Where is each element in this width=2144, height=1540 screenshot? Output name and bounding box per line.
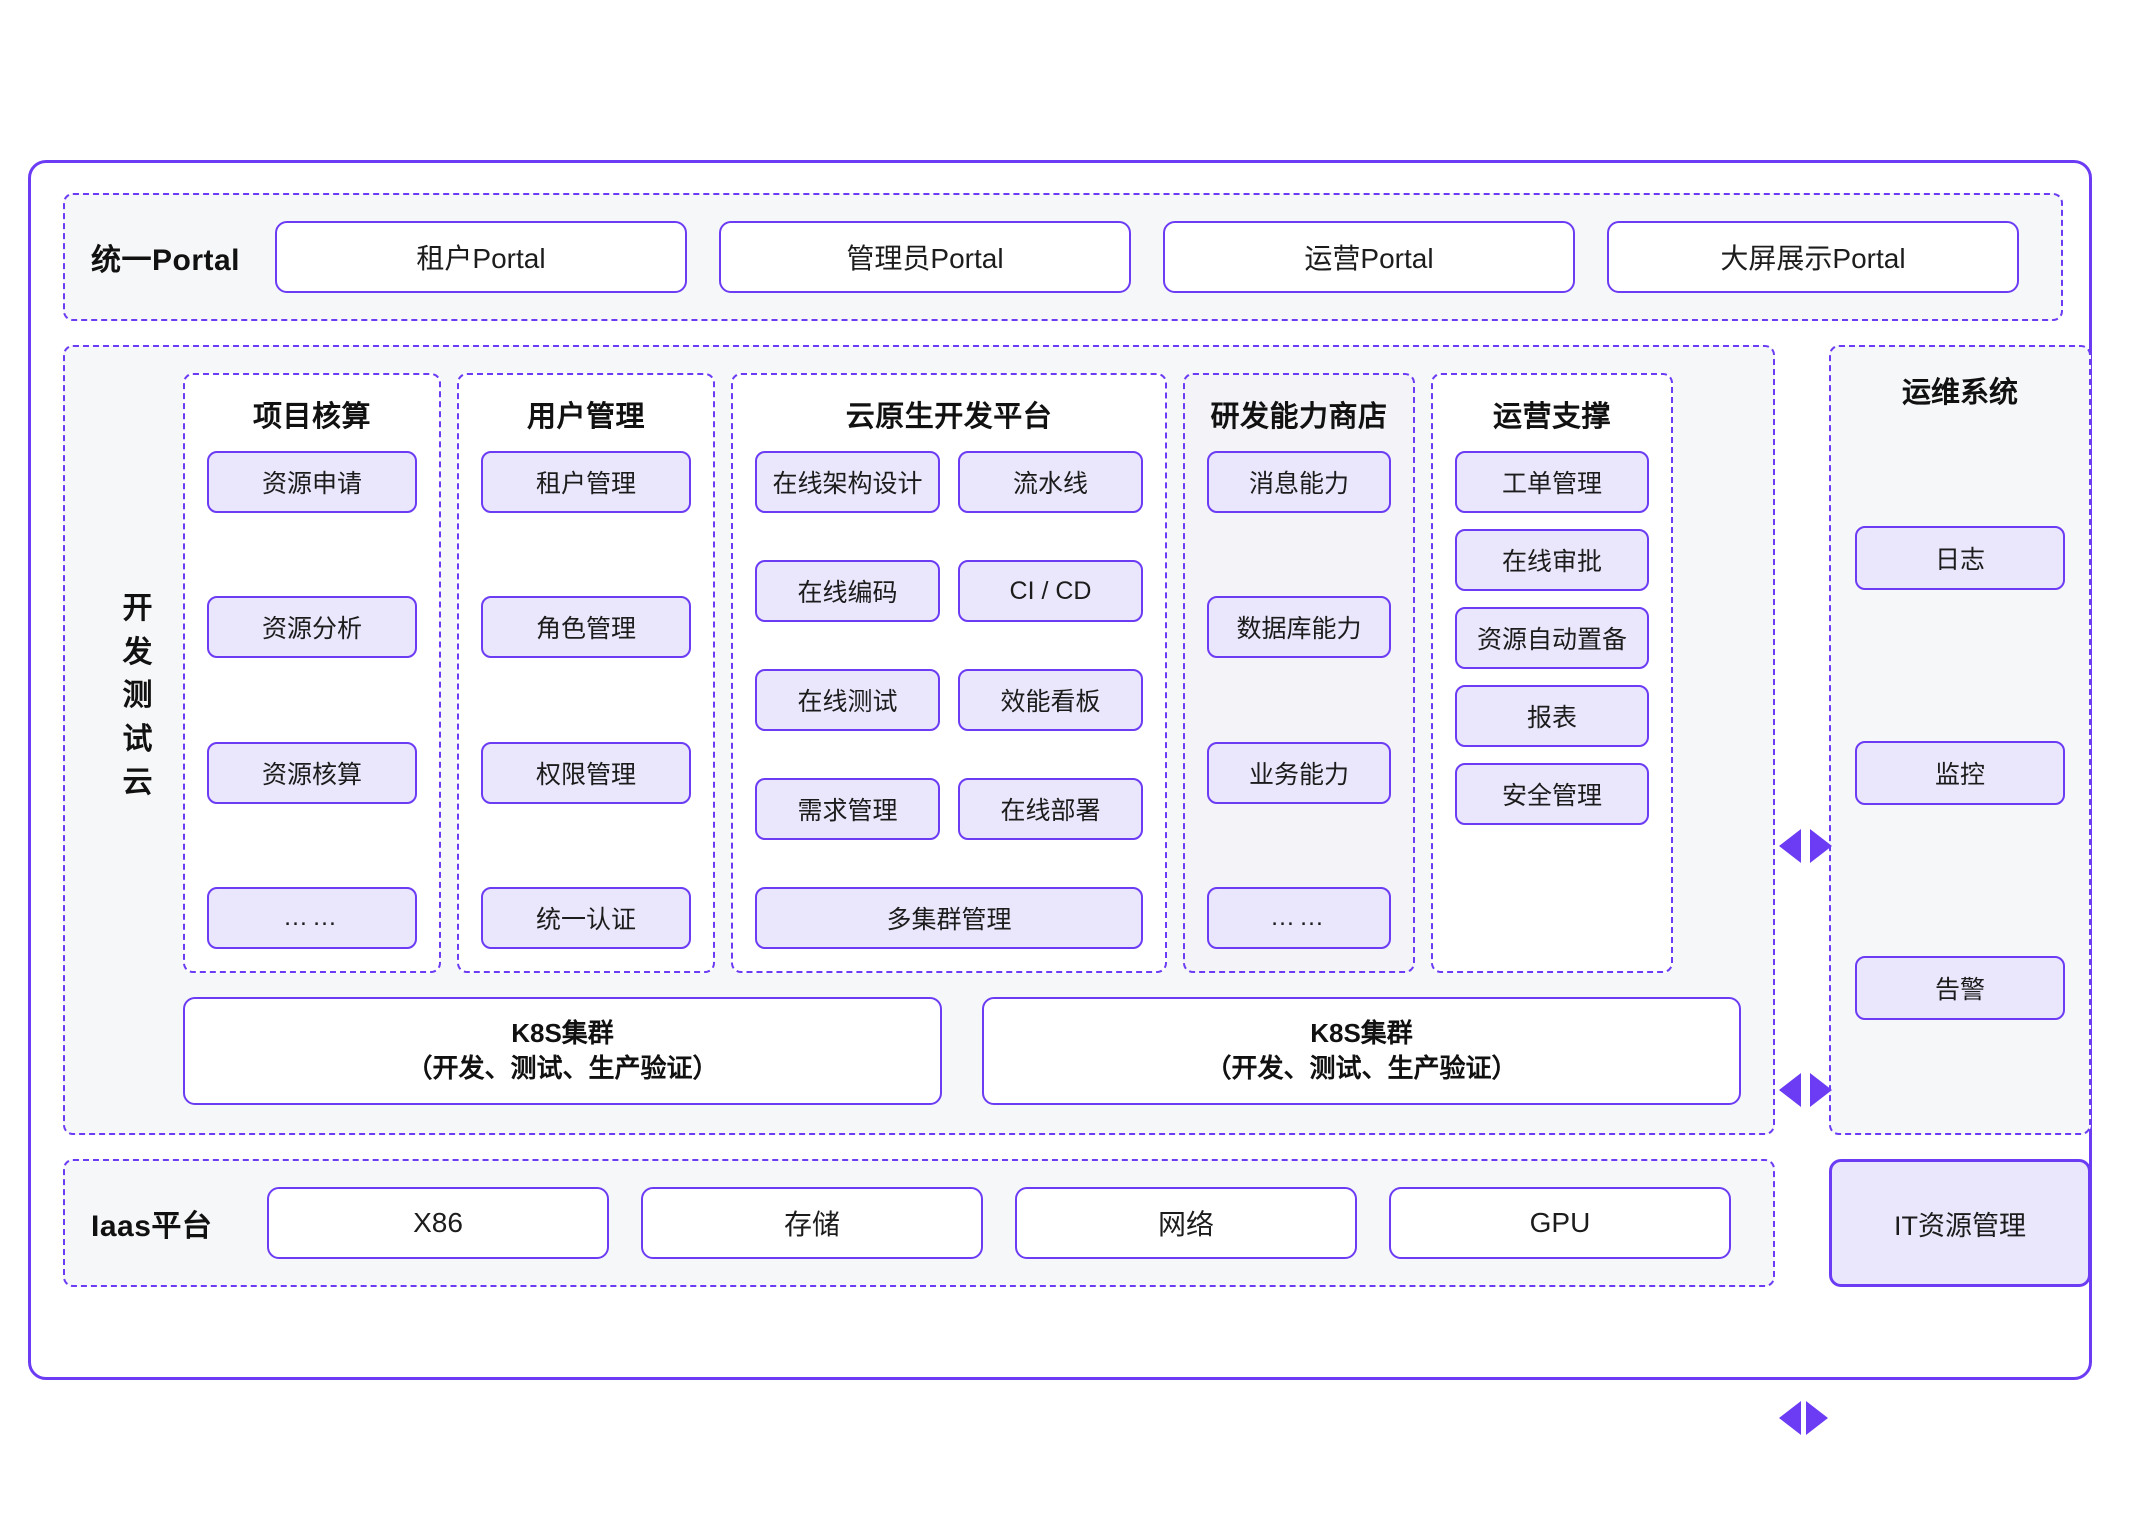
k8s-cluster-card-2[interactable]: K8S集群 （开发、测试、生产验证） [982,997,1741,1105]
ops-system-title: 运维系统 [1901,377,2018,409]
triangle-left-icon [1779,1401,1801,1435]
column-user-management: 用户管理 租户管理 角色管理 权限管理 统一认证 [457,373,715,973]
chip-resource-analysis[interactable]: 资源分析 [207,596,417,659]
it-resource-management-card[interactable]: IT资源管理 [1829,1159,2091,1287]
column-title-cloud-native-dev-platform: 云原生开发平台 [845,401,1053,433]
bidirectional-arrow-icon-devtest-ops-bottom [1779,1073,1832,1107]
chip-online-deployment[interactable]: 在线部署 [958,778,1143,840]
column-cloud-native-dev-platform: 云原生开发平台 在线架构设计 流水线 在线编码 CI / CD 在线测试 效能看… [731,373,1167,973]
unified-portal-section: 统一Portal 租户Portal 管理员Portal 运营Portal 大屏展… [63,193,2063,321]
iaas-platform-label: Iaas平台 [91,1210,213,1243]
column-project-accounting: 项目核算 资源申请 资源分析 资源核算 …… [183,373,441,973]
bidirectional-arrow-icon-iaas-it-resource [1779,1401,1828,1435]
column-items-rd-capability-store: 消息能力 数据库能力 业务能力 …… [1207,451,1391,949]
k8s-cluster-card-2-subtitle: （开发、测试、生产验证） [1205,1053,1518,1083]
column-items-project-accounting: 资源申请 资源分析 资源核算 …… [207,451,417,949]
unified-portal-label: 统一Portal [91,244,241,277]
chip-database-capability[interactable]: 数据库能力 [1207,596,1391,659]
chip-online-architecture-design[interactable]: 在线架构设计 [755,451,940,513]
k8s-cluster-card-2-title: K8S集群 [1310,1017,1413,1048]
triangle-right-icon [1810,829,1832,863]
dev-test-cloud-label: 开发测试云 [122,592,154,799]
column-title-user-management: 用户管理 [526,401,645,433]
chip-pipeline[interactable]: 流水线 [958,451,1143,513]
column-items-operations-support: 工单管理 在线审批 资源自动置备 报表 安全管理 [1455,451,1649,949]
portal-card-operations[interactable]: 运营Portal [1163,221,1575,293]
capability-columns: 项目核算 资源申请 资源分析 资源核算 …… 用户管理 租户管理 角色管理 权限… [183,373,1741,973]
chip-role-management[interactable]: 角色管理 [481,596,691,659]
chip-log[interactable]: 日志 [1855,526,2065,591]
chip-multi-cluster-management[interactable]: 多集群管理 [755,887,1143,949]
k8s-cluster-row: K8S集群 （开发、测试、生产验证） K8S集群 （开发、测试、生产验证） [183,997,1741,1105]
chip-online-testing[interactable]: 在线测试 [755,669,940,731]
chip-unified-authentication[interactable]: 统一认证 [481,886,691,949]
portal-card-admin[interactable]: 管理员Portal [719,221,1131,293]
iaas-card-x86[interactable]: X86 [267,1187,609,1259]
column-items-user-management: 租户管理 角色管理 权限管理 统一认证 [481,451,691,949]
chip-message-capability[interactable]: 消息能力 [1207,451,1391,513]
architecture-diagram: 统一Portal 租户Portal 管理员Portal 运营Portal 大屏展… [28,160,2092,1435]
iaas-card-gpu[interactable]: GPU [1389,1187,1731,1259]
column-rd-capability-store: 研发能力商店 消息能力 数据库能力 业务能力 …… [1183,373,1415,973]
triangle-left-icon [1779,829,1801,863]
chip-permission-management[interactable]: 权限管理 [481,741,691,804]
iaas-card-network[interactable]: 网络 [1015,1187,1357,1259]
chip-report[interactable]: 报表 [1455,685,1649,747]
k8s-cluster-card-1-title: K8S集群 [511,1017,614,1048]
k8s-cluster-card-1[interactable]: K8S集群 （开发、测试、生产验证） [183,997,942,1105]
chip-resource-apply[interactable]: 资源申请 [207,451,417,513]
ops-system-items: 日志 监控 告警 [1855,421,2065,1111]
chip-resource-accounting[interactable]: 资源核算 [207,741,417,804]
chip-auto-resource-provisioning[interactable]: 资源自动置备 [1455,607,1649,669]
chip-ci-cd[interactable]: CI / CD [958,560,1143,622]
column-items-cloud-native-dev-platform: 在线架构设计 流水线 在线编码 CI / CD 在线测试 效能看板 需求管理 在… [755,451,1143,949]
chip-security-management[interactable]: 安全管理 [1455,763,1649,825]
chip-more-project-accounting[interactable]: …… [207,886,417,949]
chip-monitoring[interactable]: 监控 [1855,740,2065,805]
iaas-card-storage[interactable]: 存储 [641,1187,983,1259]
ops-system-section: 运维系统 日志 监控 告警 [1829,345,2091,1135]
column-operations-support: 运营支撑 工单管理 在线审批 资源自动置备 报表 安全管理 [1431,373,1673,973]
chip-more-rd-capability-store[interactable]: …… [1207,886,1391,949]
bidirectional-arrow-icon-devtest-ops-top [1779,829,1832,863]
chip-ticket-management[interactable]: 工单管理 [1455,451,1649,513]
chip-online-coding[interactable]: 在线编码 [755,560,940,622]
chip-tenant-management[interactable]: 租户管理 [481,451,691,513]
triangle-left-icon [1779,1073,1801,1107]
chip-alarm[interactable]: 告警 [1855,955,2065,1020]
chip-online-approval[interactable]: 在线审批 [1455,529,1649,591]
chip-requirement-management[interactable]: 需求管理 [755,778,940,840]
triangle-right-icon [1806,1401,1828,1435]
column-title-rd-capability-store: 研发能力商店 [1210,401,1388,433]
portal-card-bigscreen[interactable]: 大屏展示Portal [1607,221,2019,293]
portal-card-tenant[interactable]: 租户Portal [275,221,687,293]
chip-business-capability[interactable]: 业务能力 [1207,741,1391,804]
k8s-cluster-card-1-subtitle: （开发、测试、生产验证） [406,1053,719,1083]
column-title-project-accounting: 项目核算 [252,401,371,433]
column-title-operations-support: 运营支撑 [1492,401,1611,433]
dev-test-cloud-section: 开发测试云 项目核算 资源申请 资源分析 资源核算 …… 用户管理 租户管理 角… [63,345,1775,1135]
chip-efficiency-dashboard[interactable]: 效能看板 [958,669,1143,731]
triangle-right-icon [1810,1073,1832,1107]
iaas-platform-section: Iaas平台 X86 存储 网络 GPU [63,1159,1775,1287]
